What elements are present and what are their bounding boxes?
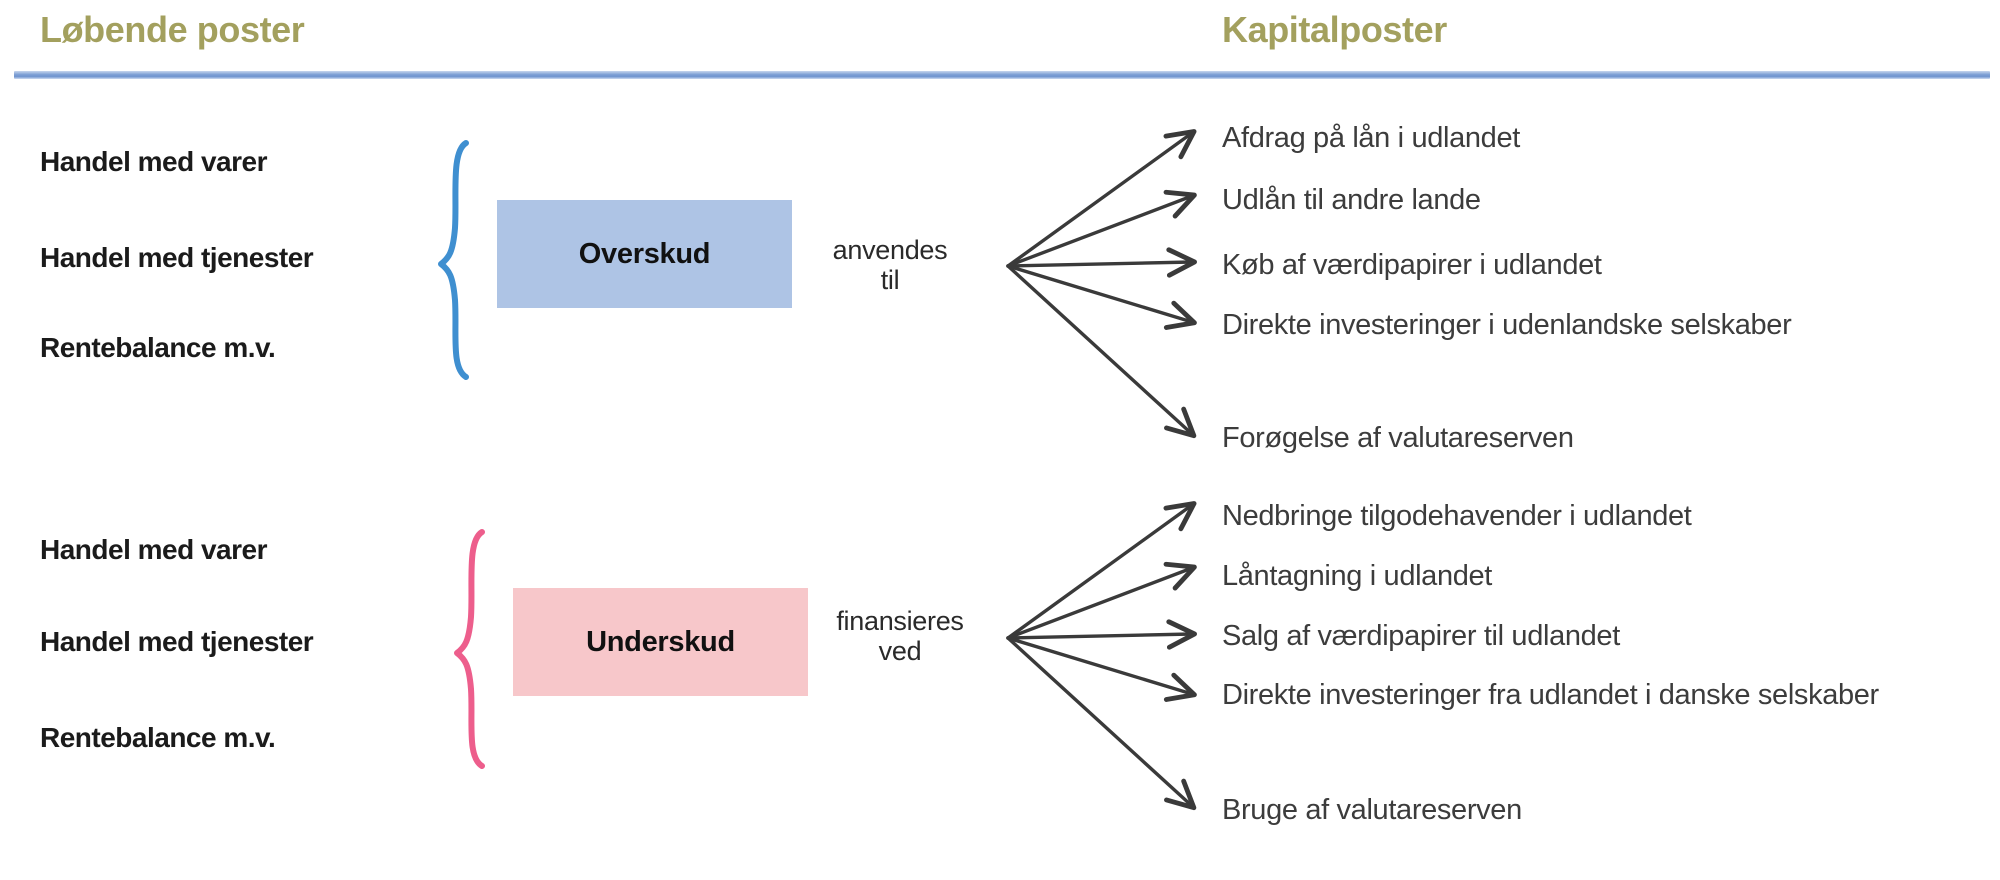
connector-label-line-2: ved: [878, 636, 922, 666]
arrow-fan-deficit: [1006, 501, 1197, 811]
column-header-lobende-poster: Løbende poster: [40, 9, 305, 50]
target-item-direkte-investeringer-fra-udlandet: Direkte investeringer fra udlandet i dan…: [1222, 679, 1879, 711]
target-item-kob-af-vaerdipapirer: Køb af værdipapirer i udlandet: [1222, 248, 1602, 281]
arrow-to-direkte-inv: [1006, 264, 1197, 330]
header-divider-rule: [14, 71, 1990, 79]
target-item-direkte-investeringer-udenlandske: Direkte investeringer i udenlandske sels…: [1222, 309, 1792, 341]
target-item-nedbringe-tilgodehavender: Nedbringe tilgodehavender i udlandet: [1222, 499, 1692, 532]
arrow-to-kob: [1006, 247, 1197, 278]
target-item-lantagning-i-udlandet: Låntagning i udlandet: [1222, 559, 1493, 592]
brace-pink-deficit: [454, 529, 485, 769]
source-item-handel-med-tjenester-surplus: Handel med tjenester: [40, 242, 314, 273]
arrow-to-nedbringe: [1006, 501, 1197, 640]
arrow-fan-surplus: [1006, 129, 1197, 439]
target-item-afdrag-pa-lan: Afdrag på lån i udlandet: [1222, 121, 1520, 154]
connector-label-line-1: anvendes: [832, 234, 948, 265]
arrow-to-forogelse: [1006, 264, 1197, 439]
arrow-to-udlan: [1006, 189, 1197, 268]
target-item-bruge-af-valutareserven: Bruge af valutareserven: [1222, 793, 1522, 826]
connector-label-finansieres-ved: finansieres ved: [800, 606, 1000, 666]
box-underskud[interactable]: Underskud: [513, 588, 808, 696]
arrow-to-salg: [1006, 619, 1197, 650]
source-item-rentebalance-surplus: Rentebalance m.v.: [40, 332, 276, 363]
brace-blue-surplus: [438, 140, 469, 380]
target-item-udlan-til-andre-lande: Udlån til andre lande: [1222, 183, 1481, 216]
box-overskud[interactable]: Overskud: [497, 200, 792, 308]
arrow-to-lantagning: [1006, 561, 1197, 640]
source-item-rentebalance-deficit: Rentebalance m.v.: [40, 722, 276, 753]
source-item-handel-med-varer-surplus: Handel med varer: [40, 146, 268, 177]
connector-label-anvendes-til: anvendes til: [800, 235, 980, 295]
arrow-to-afdrag: [1006, 129, 1197, 268]
connector-label-line-1: finansieres: [836, 605, 964, 636]
column-header-kapitalposter: Kapitalposter: [1222, 9, 1447, 50]
source-item-handel-med-varer-deficit: Handel med varer: [40, 534, 268, 565]
arrow-to-bruge: [1006, 636, 1197, 811]
source-item-handel-med-tjenester-deficit: Handel med tjenester: [40, 626, 314, 657]
target-item-forogelse-valutareserven: Forøgelse af valutareserven: [1222, 421, 1574, 454]
arrow-to-direkte-fra: [1006, 636, 1197, 702]
connector-label-line-2: til: [880, 265, 900, 295]
target-item-salg-af-vaerdipapirer: Salg af værdipapirer til udlandet: [1222, 619, 1620, 652]
